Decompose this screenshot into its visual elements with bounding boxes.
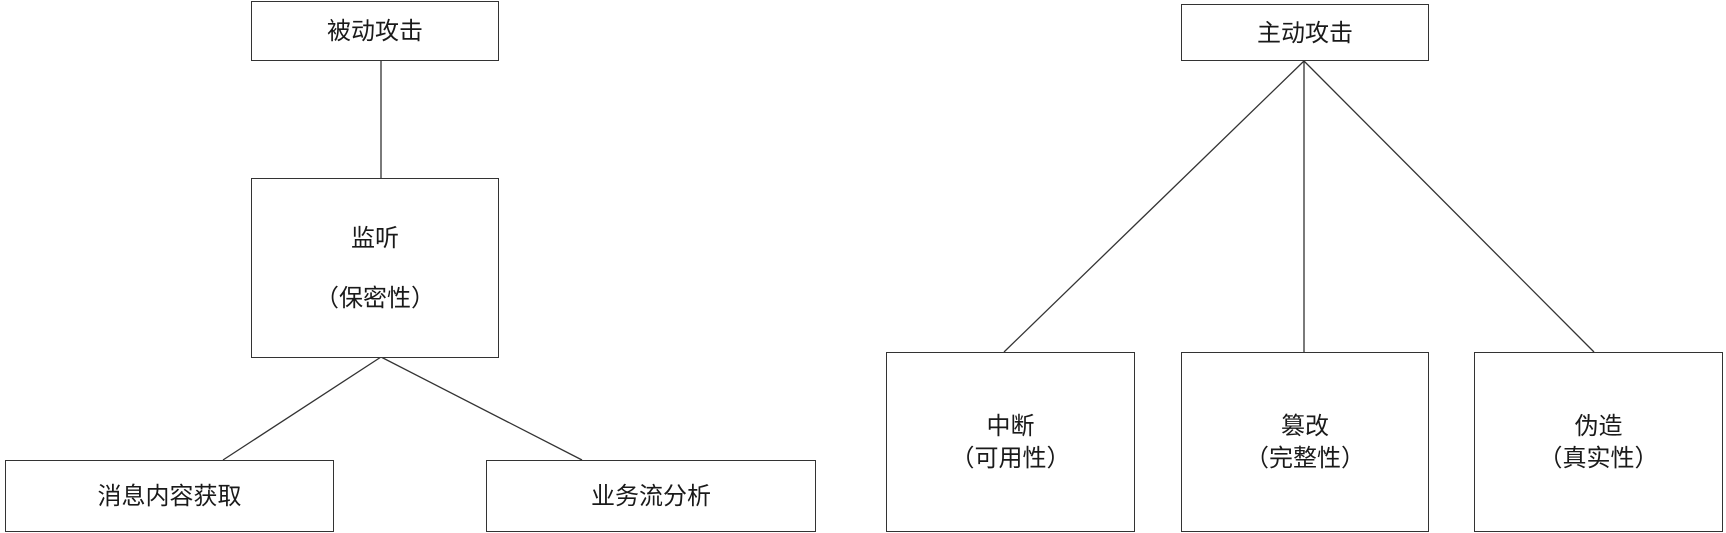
monitor-sublabel: （保密性） (315, 284, 435, 312)
modification-node: 篡改 （完整性） (1181, 352, 1429, 532)
edge-active-to-fabricate (1303, 60, 1595, 353)
fabrication-sublabel: （真实性） (1538, 444, 1659, 472)
modification-label: 篡改 (1281, 412, 1329, 440)
traffic-analysis-label: 业务流分析 (591, 482, 711, 510)
monitor-node: 监听 （保密性） (251, 178, 499, 358)
edge-active-to-interrupt (1003, 60, 1305, 353)
interruption-node: 中断 （可用性） (886, 352, 1135, 532)
monitor-label: 监听 (351, 224, 399, 252)
passive-attack-node: 被动攻击 (251, 1, 499, 61)
edge-monitor-to-traffic (380, 356, 583, 461)
edge-monitor-to-content (222, 356, 382, 461)
active-attack-label: 主动攻击 (1257, 18, 1353, 47)
modification-sublabel: （完整性） (1245, 444, 1365, 472)
traffic-analysis-node: 业务流分析 (486, 460, 816, 532)
fabrication-node: 伪造 （真实性） (1474, 352, 1723, 532)
interruption-label: 中断 (986, 412, 1035, 440)
passive-attack-label: 被动攻击 (327, 17, 423, 45)
active-attack-node: 主动攻击 (1181, 4, 1429, 61)
message-content-node: 消息内容获取 (5, 460, 334, 532)
fabrication-label: 伪造 (1574, 412, 1623, 440)
interruption-sublabel: （可用性） (950, 444, 1071, 472)
message-content-label: 消息内容获取 (97, 482, 242, 510)
